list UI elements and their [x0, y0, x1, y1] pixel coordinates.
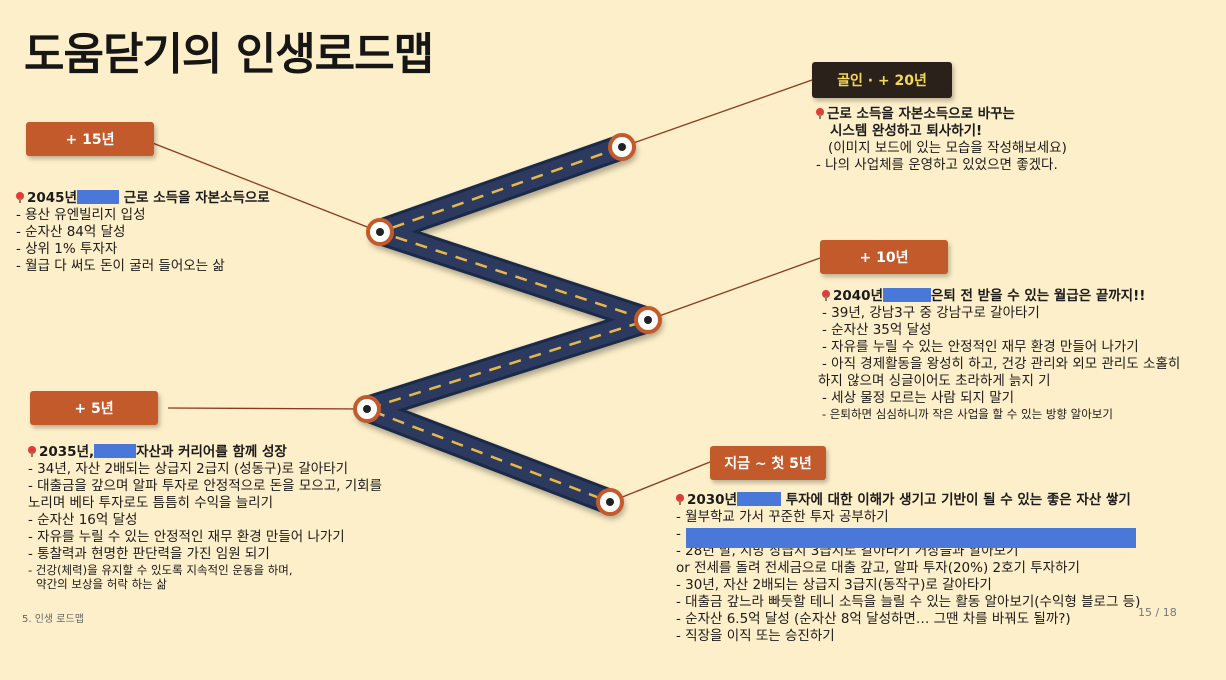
list-item: - 상위 1% 투자자: [16, 241, 118, 257]
list-item: - 39년, 강남3구 중 강남구로 갈아타기: [822, 305, 1040, 321]
road-nodes: [353, 133, 662, 516]
list-item: - 자유를 누릴 수 있는 안정적인 재무 환경 만들어 나가기: [28, 529, 345, 545]
list-item: or 전세를 돌려 전세금으로 대출 갚고, 알파 투자(20%) 2호기 투자…: [676, 560, 1080, 576]
node-retire: [608, 133, 636, 161]
list-item: - 월급 다 써도 돈이 굴러 들어오는 삶: [16, 258, 225, 274]
now-headline: 2030년 투자에 대한 이해가 생기고 기반이 될 수 있는 좋은 자산 쌓기: [676, 492, 1140, 509]
list-item: - 세상 물정 모르는 사람 되지 말기: [822, 390, 1015, 406]
redaction: [94, 444, 137, 458]
redaction-bar: [686, 528, 1136, 548]
retire-text: 근로 소득을 자본소득으로 바꾸는 시스템 완성하고 퇴사하기! (이미지 보드…: [816, 106, 1067, 174]
retire-line3: (이미지 보드에 있는 모습을 작성해보세요): [828, 140, 1067, 156]
connector-lines: [149, 79, 821, 503]
node-plus15: [366, 218, 394, 246]
list-item-small: 약간의 보상을 허락 하는 삶: [36, 577, 168, 591]
retire-line4: - 나의 사업체를 운영하고 있었으면 좋겠다.: [816, 157, 1058, 173]
retire-line2: 시스템 완성하고 퇴사하기!: [830, 123, 983, 139]
pin-icon: [822, 290, 830, 301]
plus5-headline: 2035년,자산과 커리어를 함께 성장: [28, 444, 382, 461]
redaction: [77, 190, 119, 204]
list-item: - 자유를 누릴 수 있는 안정적인 재무 환경 만들어 나가기: [822, 339, 1139, 355]
label-retire: 골인 · + 20년: [812, 62, 952, 98]
pin-icon: [816, 108, 824, 119]
label-plus15: + 15년: [26, 122, 154, 156]
pin-icon: [676, 494, 684, 505]
plus5-text: 2035년,자산과 커리어를 함께 성장 - 34년, 자산 2배되는 상급지 …: [28, 444, 382, 591]
road-center-line: [365, 145, 650, 504]
list-item: - 용산 유엔빌리지 입성: [16, 207, 146, 223]
now-text: 2030년 투자에 대한 이해가 생기고 기반이 될 수 있는 좋은 자산 쌓기…: [676, 492, 1140, 645]
list-item: - 순자산 6.5억 달성 (순자산 8억 달성하면… 그땐 차를 바꿔도 될까…: [676, 611, 1071, 627]
list-item: 하지 않으며 싱글이어도 초라하게 늙지 기: [818, 373, 1051, 389]
label-now: 지금 ~ 첫 5년: [710, 446, 826, 480]
node-plus5: [353, 395, 381, 423]
list-item: - 대출금 갚느라 빠듯할 테니 소득을 늘릴 수 있는 활동 알아보기(수익형…: [676, 594, 1141, 610]
node-now: [596, 488, 624, 516]
page-number: 15 / 18: [1138, 606, 1177, 619]
list-item: - 순자산 35억 달성: [822, 322, 932, 338]
retire-line1: 근로 소득을 자본소득으로 바꾸는: [816, 106, 1067, 123]
list-item-small: - 은퇴하면 심심하니까 작은 사업을 할 수 있는 방향 알아보기: [822, 407, 1113, 421]
list-item: - 순자산 16억 달성: [28, 512, 138, 528]
plus15-headline: 2045년 근로 소득을 자본소득으로: [16, 190, 270, 207]
list-item: - 아직 경제활동을 왕성히 하고, 건강 관리와 외모 관리도 소홀히: [822, 356, 1181, 372]
list-item: - 월부학교 가서 꾸준한 투자 공부하기: [676, 509, 889, 525]
node-plus10: [634, 306, 662, 334]
plus15-text: 2045년 근로 소득을 자본소득으로 - 용산 유엔빌리지 입성 - 순자산 …: [16, 190, 270, 275]
list-item: - 통찰력과 현명한 판단력을 가진 임원 되기: [28, 546, 270, 562]
pin-icon: [16, 192, 24, 203]
page-title: 도움닫기의 인생로드맵: [24, 29, 434, 80]
list-item: - 34년, 자산 2배되는 상급지 2급지 (성동구)로 갈아타기: [28, 461, 349, 477]
label-plus5: + 5년: [30, 391, 158, 425]
list-item: - 대출금을 갚으며 알파 투자로 안정적으로 돈을 모으고, 기회를: [28, 478, 382, 494]
list-item: - 30년, 자산 2배되는 상급지 3급지(동작구)로 갈아타기: [676, 577, 992, 593]
pin-icon: [28, 446, 36, 457]
list-item: - 순자산 84억 달성: [16, 224, 126, 240]
label-plus10: + 10년: [820, 240, 948, 274]
redaction: [737, 492, 781, 506]
list-item-small: - 건강(체력)을 유지할 수 있도록 지속적인 운동을 하며,: [28, 563, 293, 577]
redaction: [883, 288, 931, 302]
list-item: - 직장을 이직 또는 승진하기: [676, 628, 835, 644]
list-item: 노리며 베타 투자로도 틈틈히 수익을 늘리기: [28, 495, 274, 511]
list-item: -: [676, 526, 681, 542]
footer-section: 5. 인생 로드맵: [22, 614, 84, 625]
